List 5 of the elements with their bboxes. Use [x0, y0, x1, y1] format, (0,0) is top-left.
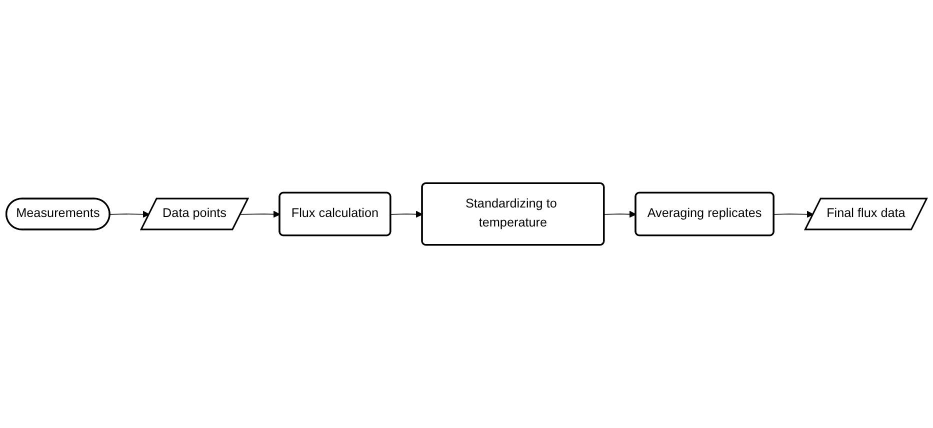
- arrow: [390, 210, 423, 218]
- arrow: [240, 210, 280, 218]
- arrow: [604, 210, 636, 218]
- arrow: [110, 210, 150, 218]
- arrow: [774, 210, 814, 218]
